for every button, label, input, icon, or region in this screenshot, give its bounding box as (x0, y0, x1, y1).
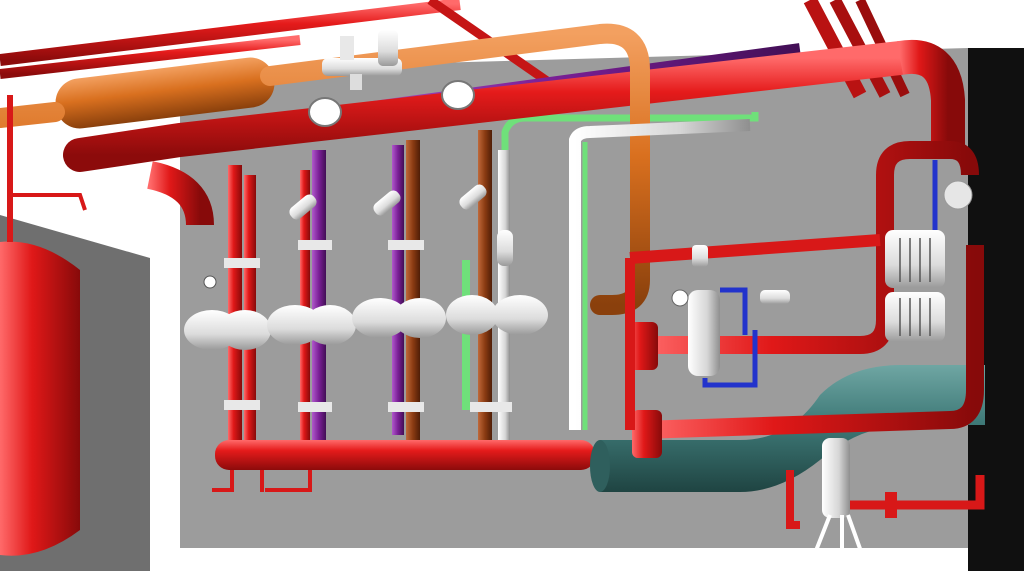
pump-group-1 (184, 165, 271, 445)
top-fitting (692, 245, 708, 267)
flange (470, 402, 512, 412)
riser-brown-3 (406, 140, 420, 440)
pump-motor-2b (304, 305, 356, 345)
pipe-hanger-2 (441, 80, 475, 110)
separator-gauge (671, 289, 689, 307)
red-bottom-drop (786, 470, 800, 529)
vessel-small-pipe (10, 193, 87, 211)
overhead-green-pipe (501, 112, 759, 150)
boilers (885, 160, 973, 342)
valve-actuator (378, 30, 398, 66)
angled-valve (373, 190, 401, 216)
riser-green-4 (462, 260, 470, 410)
teal-pipe-end (590, 440, 610, 492)
main-red-header (63, 41, 917, 172)
pump-group-4 (446, 130, 548, 440)
riser-purple-2 (312, 150, 326, 440)
gauge-icon (203, 275, 217, 289)
pump-motor-4 (446, 295, 498, 335)
angled-valve (289, 194, 317, 220)
overhead-red-pipe-2 (0, 35, 301, 79)
bottom-flange (885, 492, 897, 518)
flange (298, 402, 332, 412)
separator-vessel (671, 245, 790, 388)
blue-pipe (702, 287, 758, 388)
vessel-body (0, 241, 80, 556)
riser-white-4 (498, 150, 510, 440)
pump-group-3 (352, 140, 446, 440)
overhead-red-pipe-1 (0, 0, 461, 66)
pump-motor-3 (352, 298, 408, 338)
pump-group-2 (267, 150, 356, 440)
valve-stem (340, 36, 354, 60)
flange-disc-2 (632, 410, 662, 458)
riser-purple-3 (392, 145, 404, 435)
flange (298, 240, 332, 250)
red-loop-lower (639, 245, 984, 439)
red-collector-header (215, 440, 595, 470)
red-loop-upper (640, 141, 979, 354)
boiler-2 (885, 292, 945, 342)
angled-valve (459, 184, 487, 210)
red-loop-mid (629, 234, 881, 264)
flange (388, 240, 424, 250)
riser-red-1b (244, 175, 256, 445)
main-red-header-elbow (897, 39, 965, 150)
white-vertical-pipe (569, 119, 751, 430)
pipe-hanger-1 (308, 97, 342, 127)
separator-body (688, 290, 720, 376)
boiler-1 (885, 230, 945, 288)
flange-disc-1 (628, 322, 658, 370)
flange (224, 400, 260, 410)
lower-header (212, 440, 595, 492)
floor-edge (150, 548, 968, 571)
riser-brown-4 (478, 130, 492, 440)
left-vessel (0, 95, 87, 556)
heat-exchanger-body (822, 438, 850, 518)
pump-motor-3b (394, 298, 446, 338)
orange-tank-cylinder (55, 57, 275, 129)
riser-red-2 (300, 170, 310, 440)
right-red-loops (625, 141, 984, 458)
stand-legs (806, 514, 870, 571)
flange (388, 402, 424, 412)
flange (224, 258, 260, 268)
white-strainer (497, 230, 513, 266)
boiler-top-valve (943, 180, 973, 210)
pump-motor-1b (219, 310, 271, 350)
small-drain-pipes (212, 470, 312, 492)
red-down-elbow-left (146, 161, 214, 226)
pump-motor-4b (492, 295, 548, 335)
top-valve-assembly (322, 30, 402, 90)
overhead-pipes (0, 0, 965, 315)
valve-drop (350, 74, 362, 90)
riser-red-1a (228, 165, 242, 445)
heat-exchanger-stand (786, 438, 985, 571)
side-fitting (760, 290, 790, 304)
